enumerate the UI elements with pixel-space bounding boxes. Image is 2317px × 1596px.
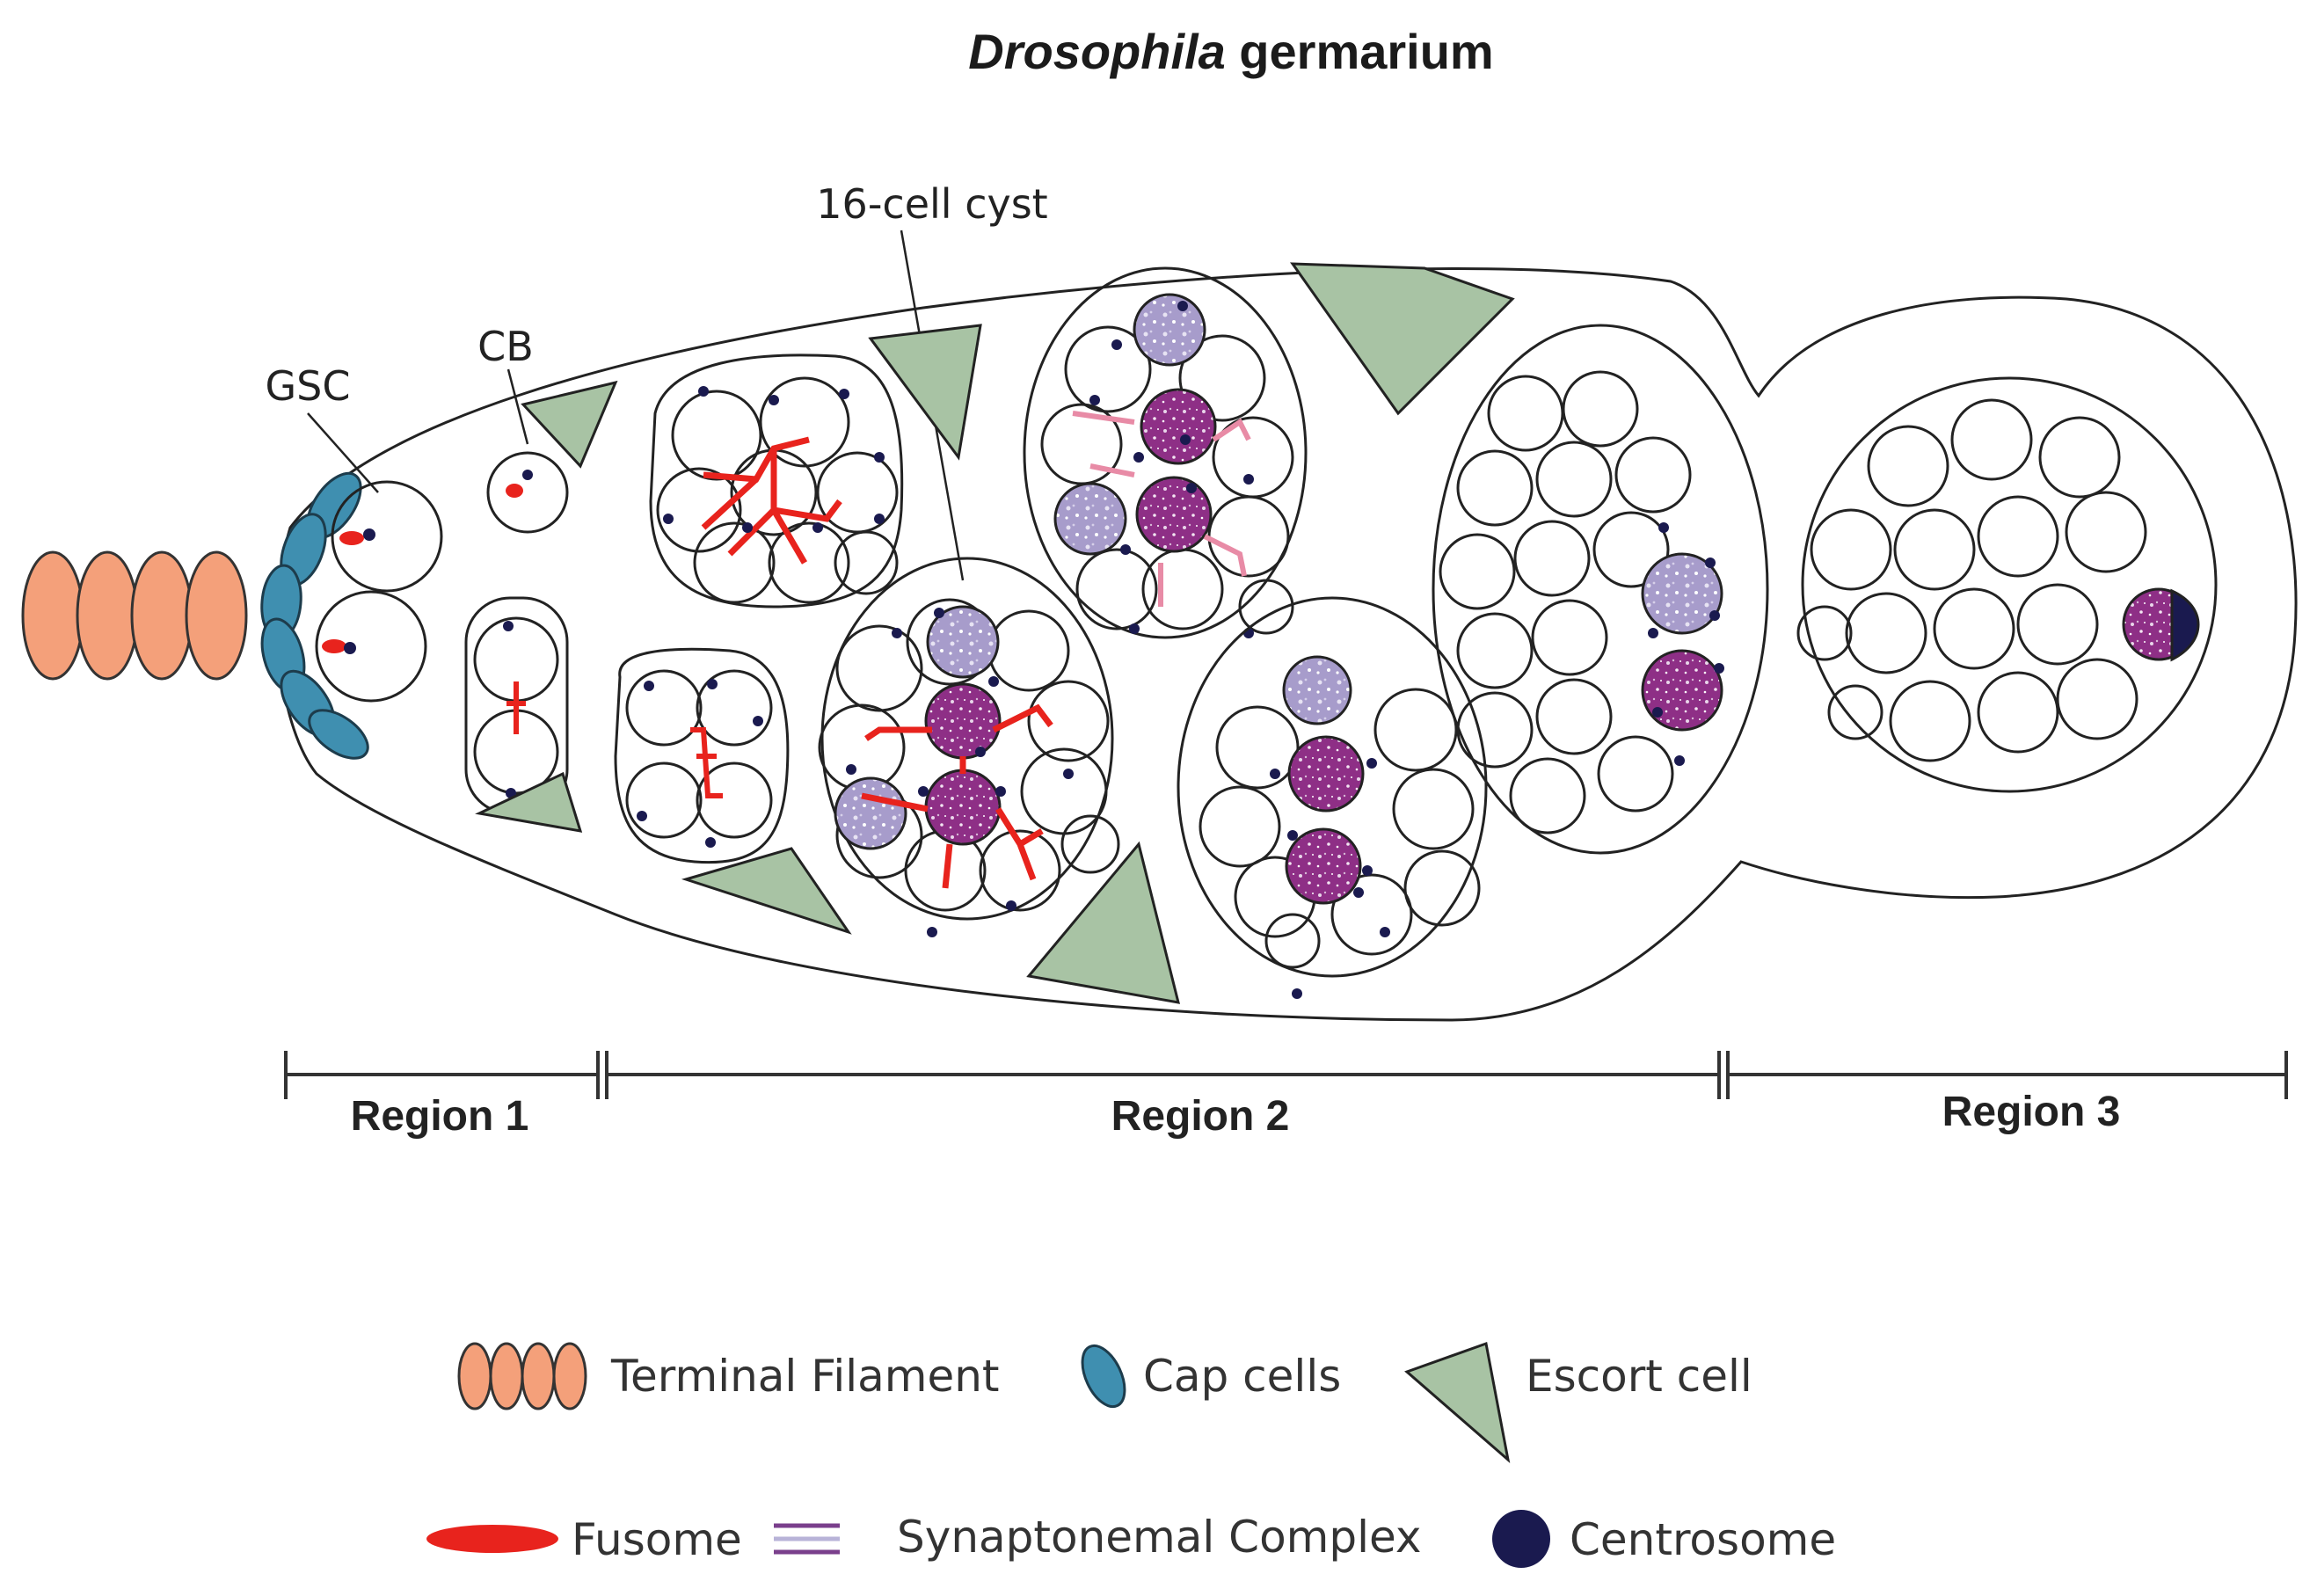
four-cell-cyst [614,647,790,864]
gsc-label: GSC [266,362,351,410]
cyst16-late-oocytes [1282,655,1365,905]
legend-terminal-filament-swatch [457,1342,587,1410]
four-cell-fusome [690,727,723,798]
cyst-region2b-oocytes [1641,552,1723,732]
cyst-region2b [1432,324,1769,855]
cyst16-lower-fusome [861,703,1053,889]
region-1-label: Region 1 [351,1093,529,1140]
legend-synaptonemal-swatch [774,1523,840,1555]
cyst-region2b-centrosomes [1648,522,1724,766]
cystoblast [486,451,569,534]
legend-cap-cells-swatch [1081,1344,1126,1409]
cyst16-late [1177,596,1488,978]
gsc-leader [307,412,379,493]
cyst16-upper-pro-oocytes [1053,293,1217,556]
cb-centrosome [522,470,533,480]
legend-fusome-swatch [426,1525,558,1553]
diagram-title: Drosophila germarium [968,24,1493,79]
gsc-centrosomes [344,528,375,654]
cyst16-lower-centrosomes [846,608,1074,937]
region3-oocyte [2122,587,2200,662]
germline-stem-cells [315,480,443,703]
cyst16-upper-sc [1072,411,1251,607]
legend-centrosome-label: Centrosome [1570,1514,1836,1565]
title-rest: germarium [1226,24,1494,79]
title-italic: Drosophila [968,24,1225,79]
cyst-region3 [1796,376,2218,793]
eight-cell-centrosomes [663,386,885,533]
legend-fusome-label: Fusome [572,1514,742,1565]
cyst16-upper-centrosomes [1089,301,1254,638]
eight-cell-fusome [701,436,842,565]
legend-terminal-filament-label: Terminal Filament [610,1351,1000,1402]
four-cell-centrosomes [637,679,763,848]
cyst16-upper [1023,266,1308,639]
gsc-fusomes [322,531,364,653]
cb-fusome [506,484,523,498]
cb-label: CB [477,323,534,370]
region-3-label: Region 3 [1942,1089,2121,1135]
terminal-filament-cells [21,550,248,681]
cb-leader [506,368,529,445]
region-2-label: Region 2 [1111,1093,1290,1140]
cap-cells [260,471,369,760]
legend-synaptonemal-label: Synaptonemal Complex [897,1512,1421,1563]
legend-cap-cells-label: Cap cells [1143,1351,1341,1402]
cyst16-late-centrosomes [1270,758,1390,999]
two-cell-fusome [506,681,526,734]
cyst16-lower [818,557,1120,921]
legend-escort-cell-swatch [1404,1341,1511,1463]
cyst16-lower-pro-oocytes [834,605,1002,850]
legend-escort-cell-label: Escort cell [1526,1351,1752,1402]
germarium-outline [276,267,2298,1022]
cyst16-label: 16-cell cyst [816,180,1047,228]
legend-centrosome-swatch [1492,1510,1550,1568]
region-scale-bars [284,1051,2288,1099]
escort-cells [475,262,1515,1004]
